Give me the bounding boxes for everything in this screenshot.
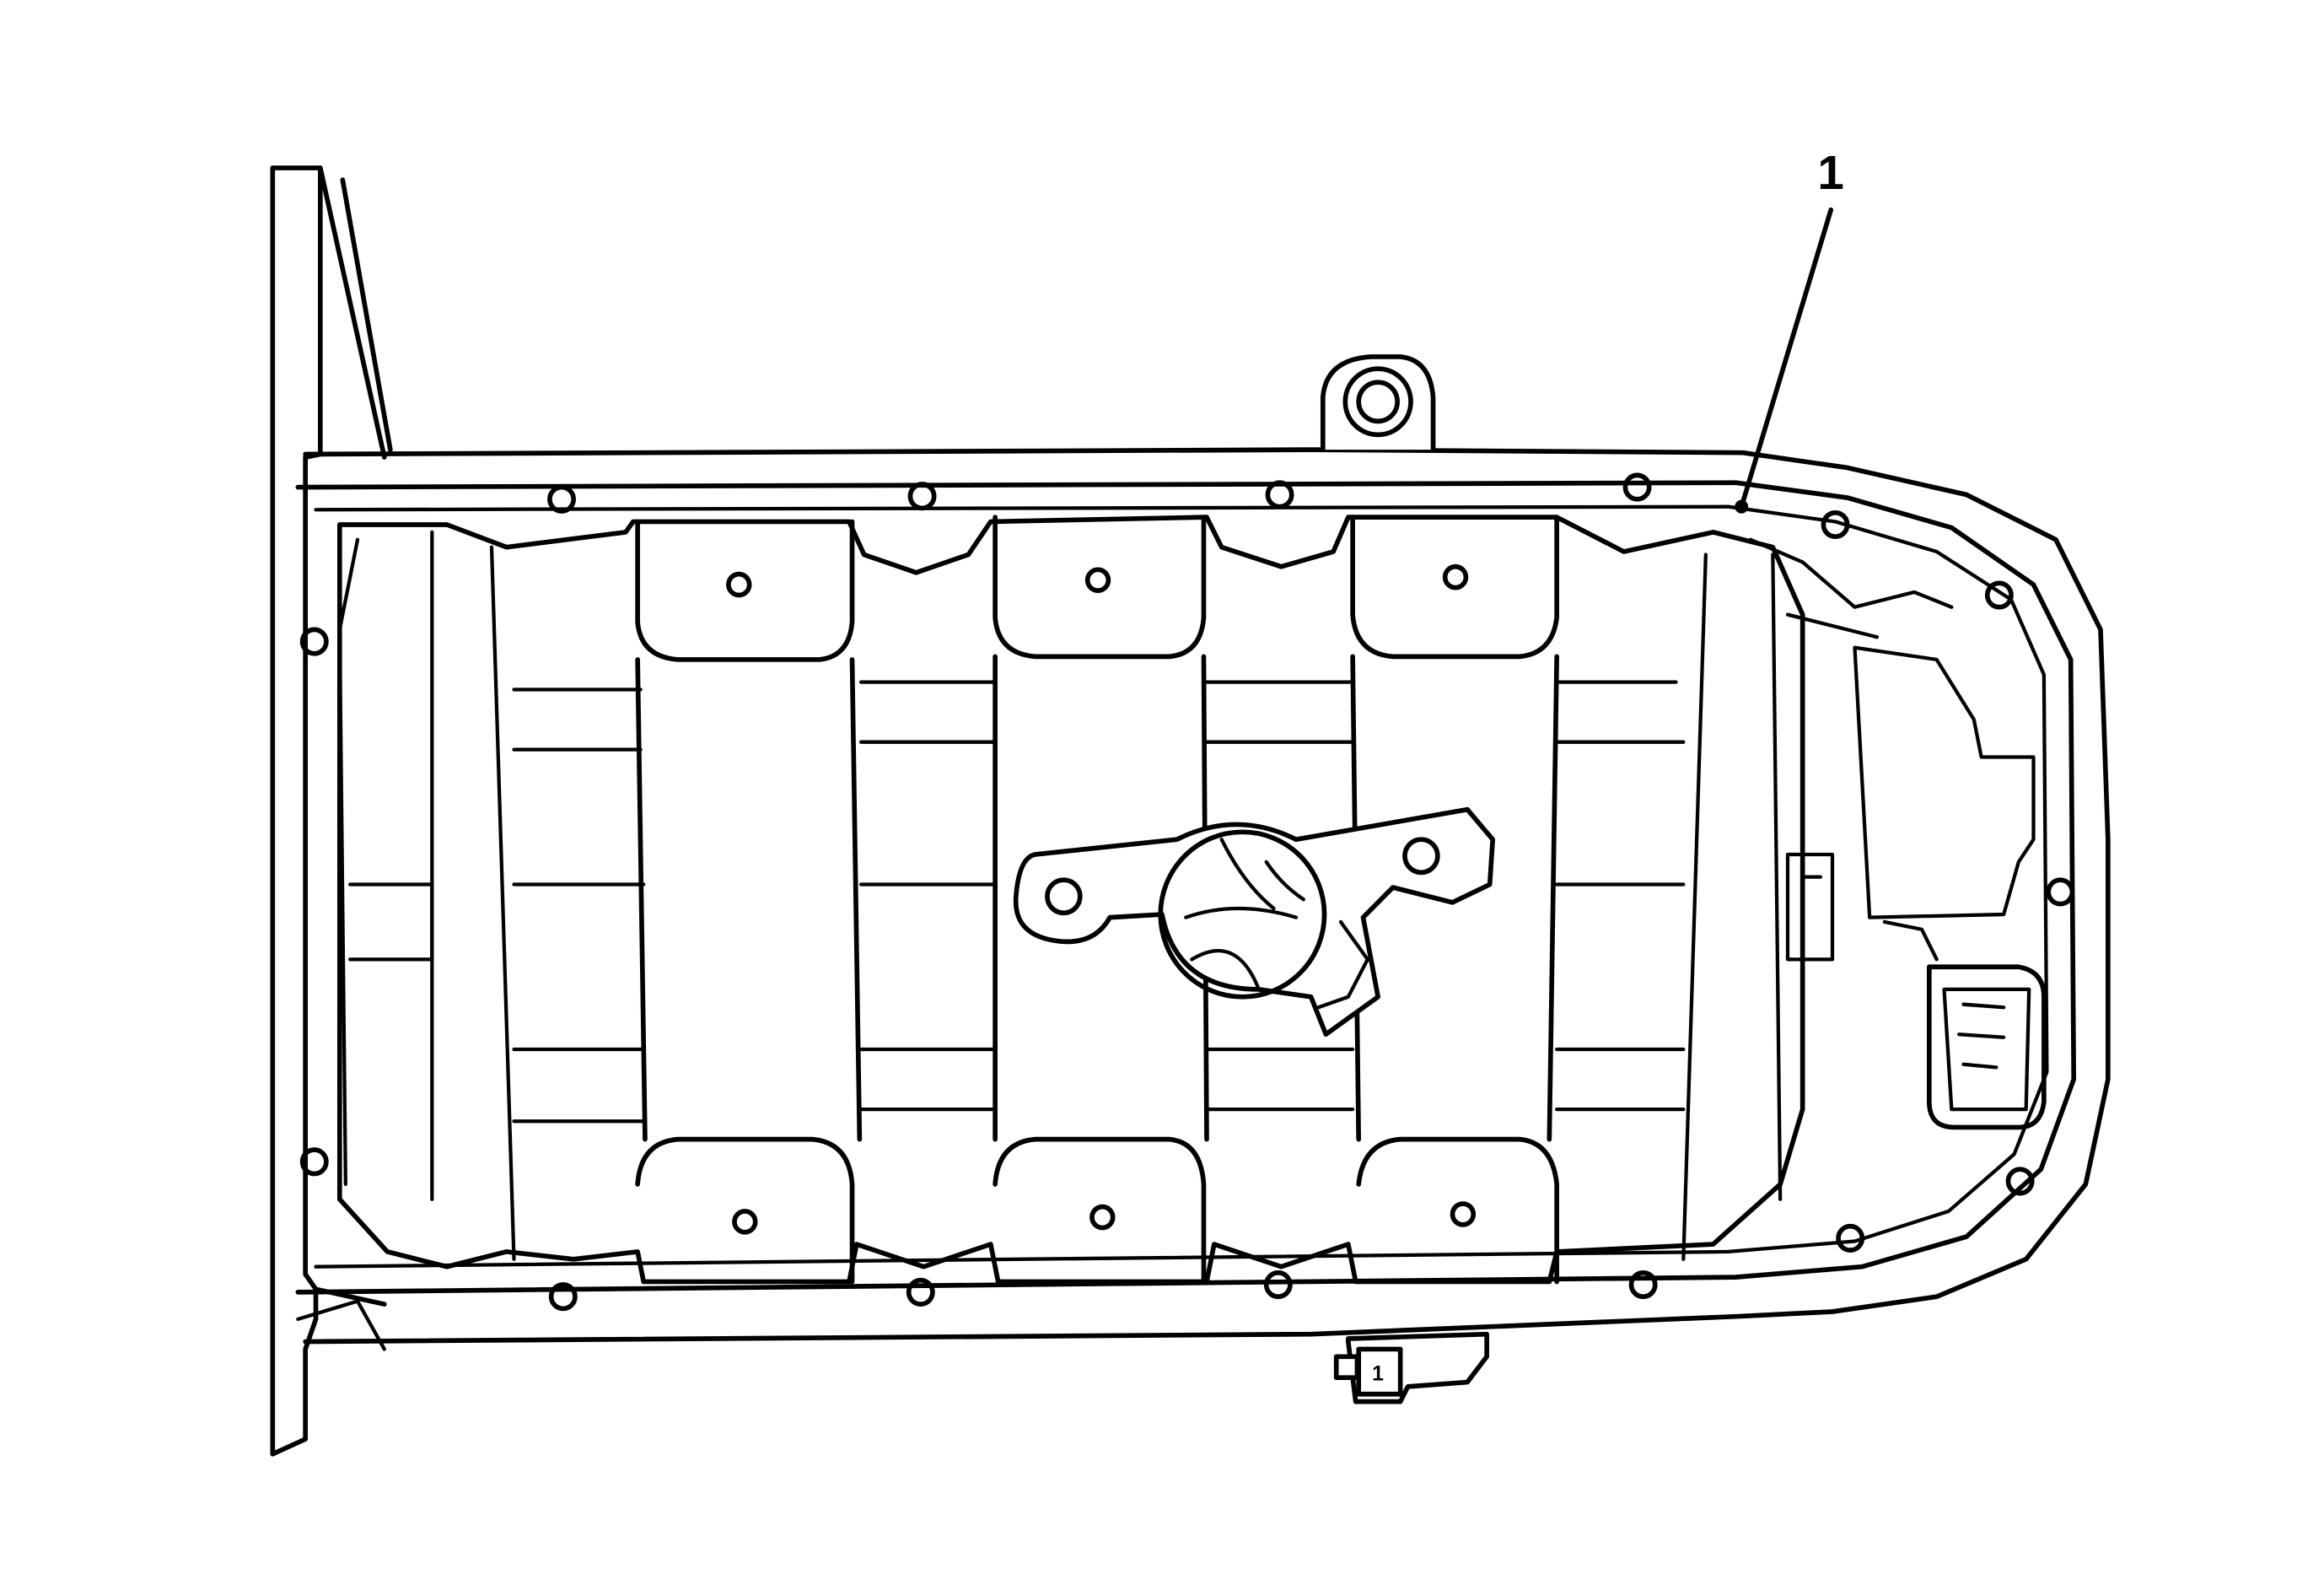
oil-pan-well <box>336 515 1805 1285</box>
callout-label: 1 <box>1817 147 1843 200</box>
oil-level-sensor-connector: 1 <box>1333 1331 1489 1404</box>
drain-boss <box>1320 354 1436 450</box>
callout-1: 1 <box>1735 147 1844 514</box>
oil-pickup <box>1013 806 1496 1038</box>
oil-pan-flange <box>295 447 2111 1345</box>
engine-block-flange <box>270 165 393 1457</box>
connector-marking: 1 <box>1372 1363 1384 1386</box>
right-side-features <box>1748 537 2047 1130</box>
flange-bolt-holes <box>299 472 2075 1312</box>
ribs <box>348 680 1686 1124</box>
